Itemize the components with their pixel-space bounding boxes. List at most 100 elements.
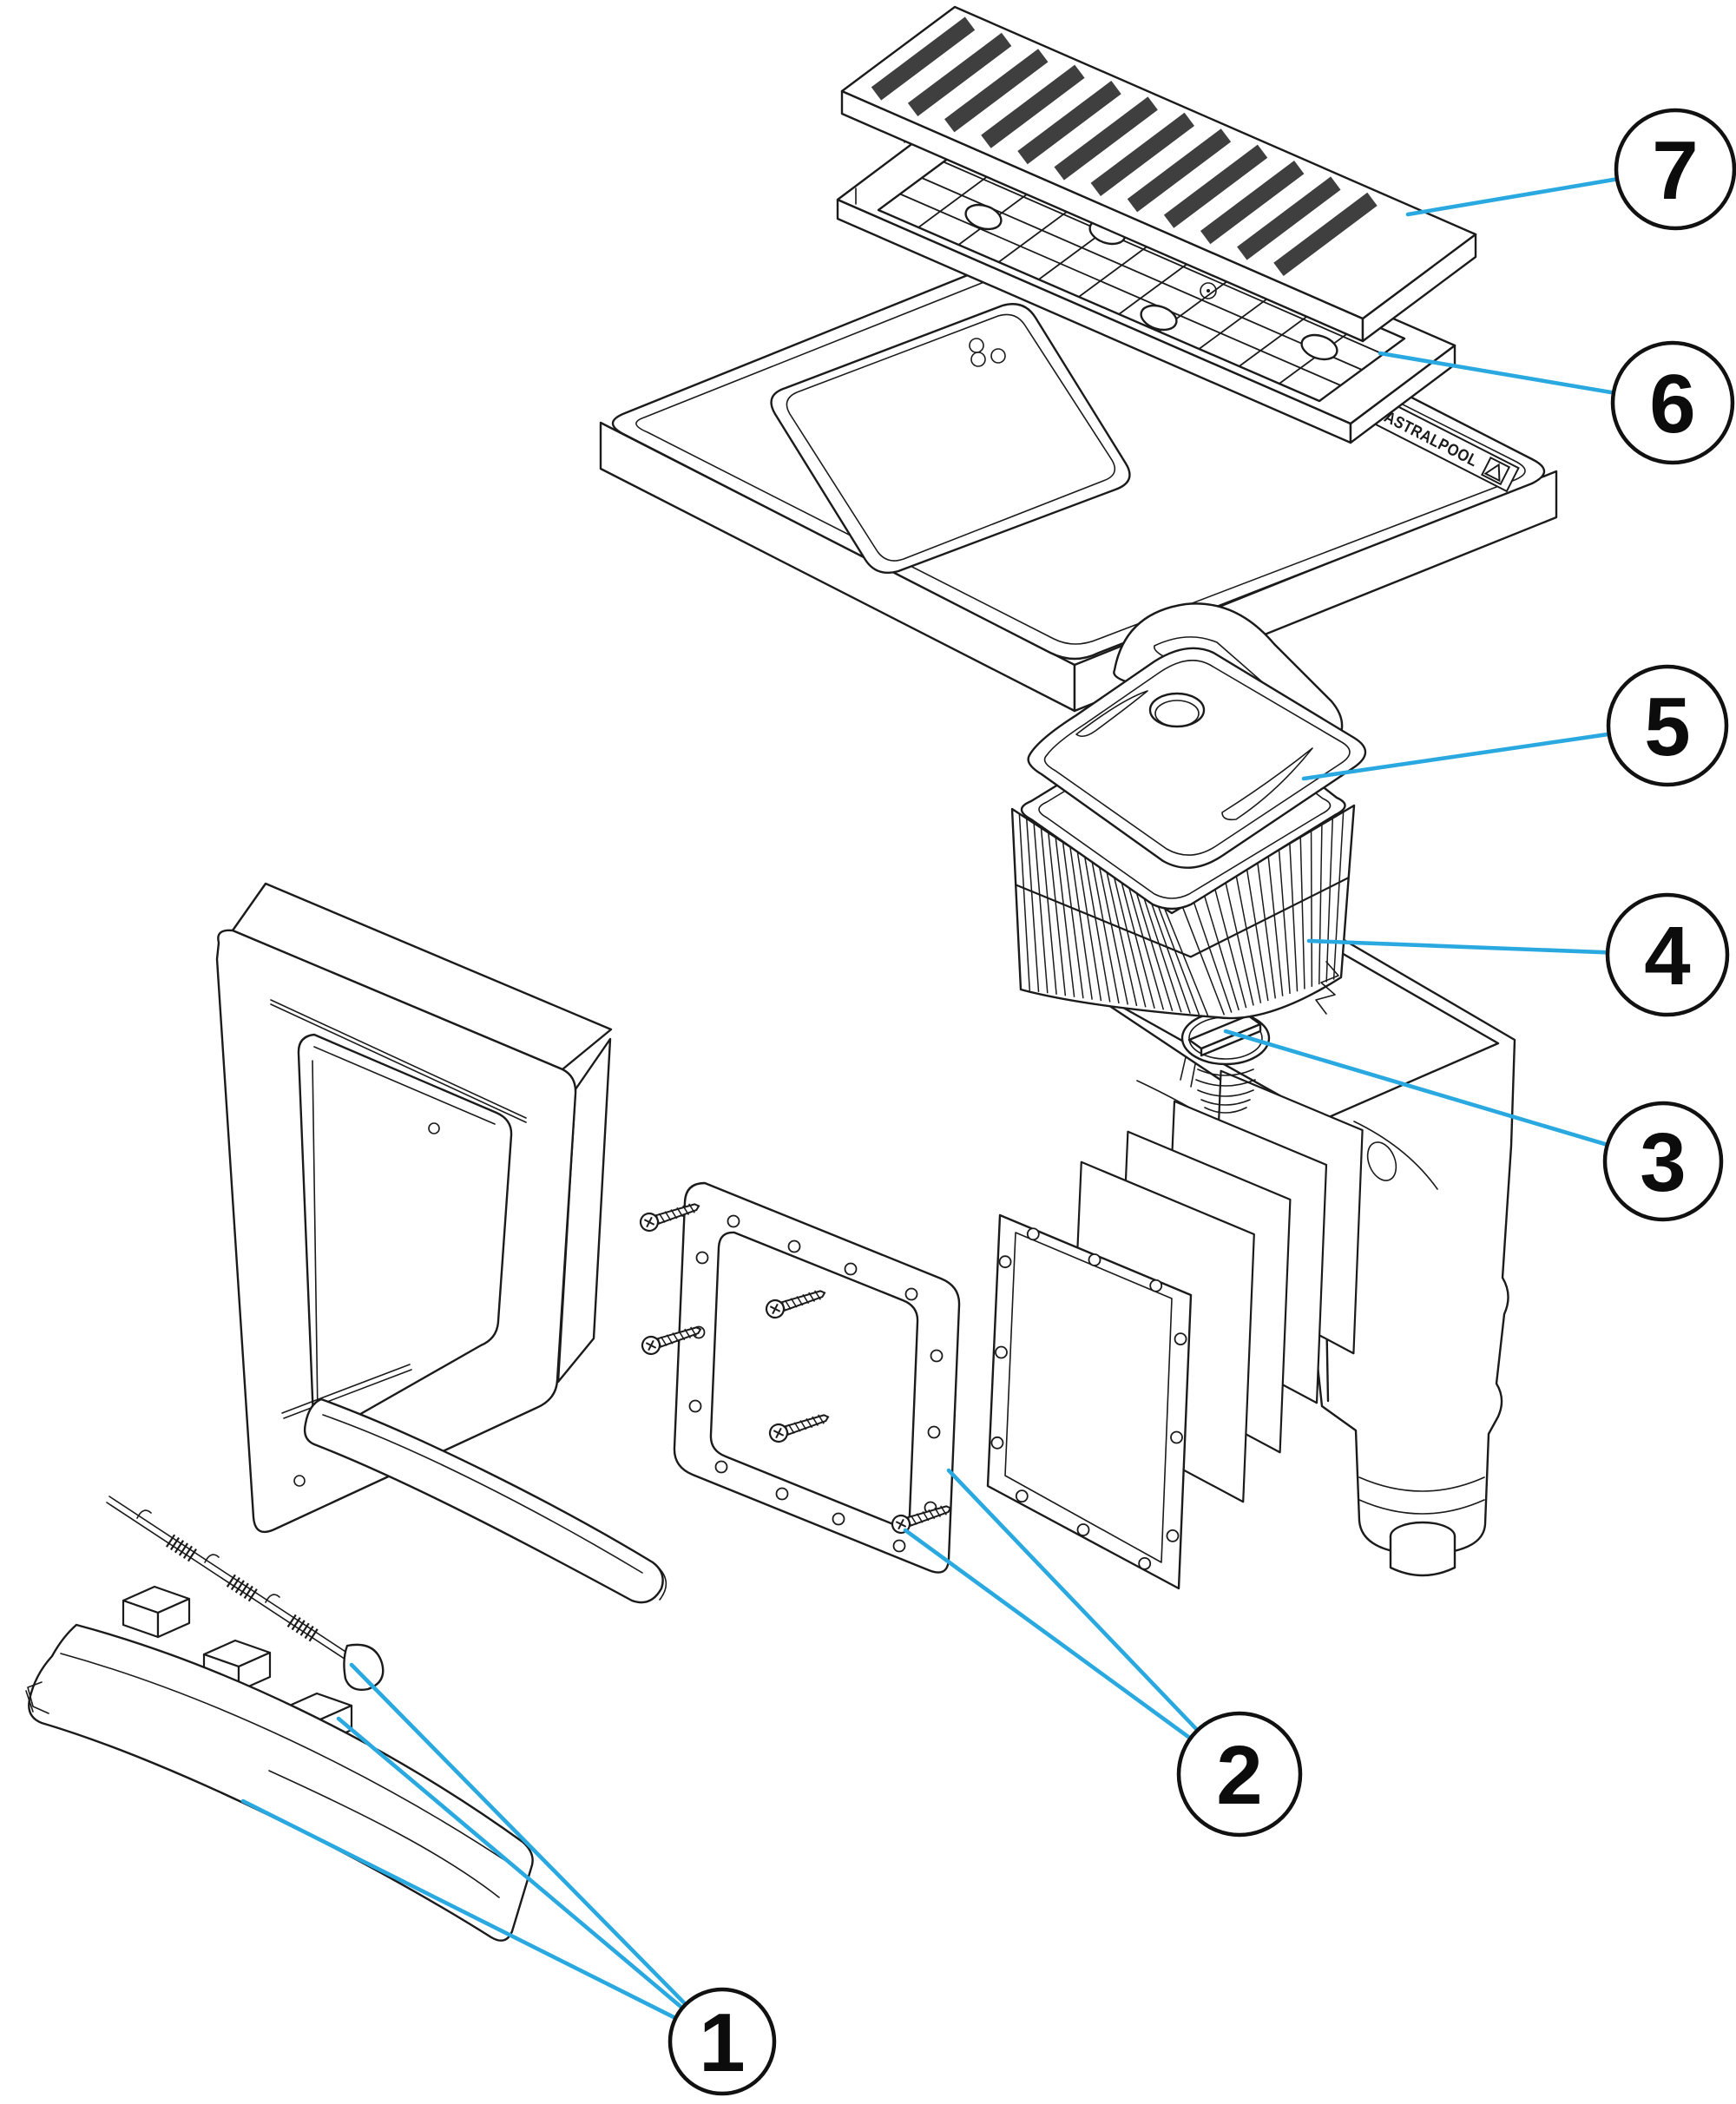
gasket-hole xyxy=(892,1539,906,1553)
basket-slat xyxy=(1105,870,1138,1007)
spring-coil xyxy=(165,1534,176,1548)
leader-line-7 xyxy=(1405,177,1620,217)
hinge-pin-long xyxy=(270,999,527,1123)
screw-cross-slot-icon xyxy=(645,1339,657,1351)
flange-hole xyxy=(1026,1227,1040,1241)
basket-slat xyxy=(1091,860,1120,1004)
basket-clip xyxy=(1315,961,1339,1015)
flange-hole xyxy=(1076,1523,1090,1536)
basket-slat xyxy=(1098,865,1129,1005)
screw-thread xyxy=(682,1205,690,1215)
callout-circle-2 xyxy=(1176,1711,1303,1838)
blade-lower-fold1 xyxy=(60,1653,515,1867)
screw-thread xyxy=(688,1203,695,1213)
flange-hole xyxy=(1015,1489,1029,1503)
grate-slots xyxy=(871,16,1378,276)
leader-line-4 xyxy=(1306,938,1610,955)
screw-thread xyxy=(672,1332,680,1343)
grate-slot xyxy=(871,16,976,101)
screw-thread xyxy=(818,1414,825,1424)
leader-line-2 xyxy=(903,1528,1193,1741)
gasket-hole xyxy=(695,1251,709,1265)
screw xyxy=(765,1290,826,1319)
screw-thread xyxy=(664,1211,672,1221)
flange-hole xyxy=(998,1255,1012,1269)
screw-cross-slot-icon xyxy=(643,1216,655,1228)
callout-circle-4 xyxy=(1605,892,1730,1017)
lid-vent-right xyxy=(1221,747,1313,821)
spring-coil xyxy=(187,1548,197,1562)
spring-coil xyxy=(174,1540,185,1554)
basket-slat xyxy=(1213,887,1247,1009)
screw-cross-slot-icon xyxy=(773,1427,785,1439)
rod-springs xyxy=(165,1534,319,1642)
gasket-hole xyxy=(787,1239,801,1253)
screw-thread xyxy=(802,1293,810,1305)
gasket-hole xyxy=(688,1399,702,1413)
basket-slat xyxy=(1203,893,1240,1011)
spring-coil xyxy=(299,1622,310,1636)
leader-line-1 xyxy=(336,1716,685,2010)
screw-thread xyxy=(934,1507,942,1517)
screw-thread xyxy=(690,1326,697,1337)
screw-thread xyxy=(808,1292,816,1302)
callout-number-1: 1 xyxy=(699,1996,745,2089)
body-shelf-edge xyxy=(1353,1121,1438,1190)
callout-number-2: 2 xyxy=(1216,1729,1262,1822)
screw-thread xyxy=(676,1207,684,1218)
screw-thread xyxy=(660,1336,667,1346)
basket-slat xyxy=(1141,893,1182,1013)
collar-hole xyxy=(428,1122,440,1134)
frame-center-dot xyxy=(1207,289,1210,293)
leader-lines xyxy=(240,177,1620,2021)
callout-circle-7 xyxy=(1614,108,1736,231)
hinge-rod xyxy=(106,1496,385,1691)
float-block-side xyxy=(156,1597,191,1639)
frame-hole xyxy=(964,203,1003,231)
basket-slat xyxy=(1235,875,1262,1003)
basket-slat xyxy=(1289,843,1299,992)
blade-upper-fold xyxy=(322,1414,643,1574)
grate-slot xyxy=(981,64,1085,148)
basket-slat xyxy=(1192,900,1233,1013)
body-front-flange xyxy=(986,1213,1193,1590)
grate-slot xyxy=(1090,112,1194,196)
gasket-hole xyxy=(727,1214,740,1228)
part-lattice-frame xyxy=(836,114,1457,444)
drain-ring-lines xyxy=(1358,1476,1485,1515)
rod-clips xyxy=(136,1509,280,1603)
basket-slat xyxy=(1257,862,1277,999)
basket-slat xyxy=(1069,846,1093,1000)
screw-cross-slot-icon xyxy=(895,1518,907,1530)
basket-band xyxy=(1015,877,1350,958)
grate-slot xyxy=(1237,176,1341,260)
plug-feet xyxy=(1180,1056,1196,1088)
leader-line-3 xyxy=(1223,1029,1610,1147)
flange-inner xyxy=(1004,1232,1173,1563)
callout-circle-1 xyxy=(667,1987,777,2096)
basket-slat xyxy=(1113,875,1147,1008)
spring-coil xyxy=(295,1620,306,1634)
screw-thread xyxy=(796,1296,804,1306)
screw-cross-slot-icon xyxy=(769,1303,781,1315)
blade-lower-fold2 xyxy=(268,1770,500,1898)
screw-thread xyxy=(787,1423,795,1434)
basket-slats xyxy=(1015,812,1350,1016)
spring-coil xyxy=(239,1582,249,1596)
callout-number-4: 4 xyxy=(1644,910,1690,1003)
lid-center-hole-inner xyxy=(1154,700,1200,727)
callout-number-3: 3 xyxy=(1640,1116,1686,1209)
lid-top xyxy=(1027,647,1367,869)
basket-slat xyxy=(1076,851,1102,1002)
basket-slat xyxy=(1040,827,1057,995)
frame-hole xyxy=(1300,333,1338,361)
frame-top-face xyxy=(836,120,1457,425)
screw-thread xyxy=(790,1298,798,1308)
spring-coil xyxy=(243,1585,253,1600)
faceplate-screws xyxy=(639,1203,952,1535)
leader-line-1 xyxy=(240,1798,678,2021)
spring-coil xyxy=(291,1617,301,1631)
screw-thread xyxy=(670,1209,678,1220)
gasket-hole xyxy=(714,1460,728,1474)
leader-line-1 xyxy=(349,1662,688,2007)
